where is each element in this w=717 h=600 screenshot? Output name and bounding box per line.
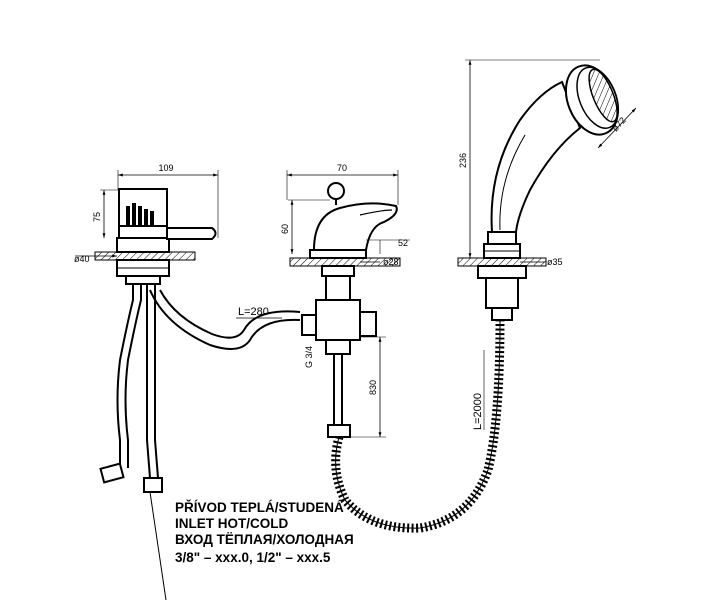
- caption-line-russian: ВХОД ТЁПЛАЯ/ХОЛОДНАЯ: [175, 532, 354, 547]
- dim-inlet-hose-length: L=280: [238, 306, 269, 318]
- dim-mixer-height: 75: [92, 212, 102, 222]
- dim-spout-height: 60: [280, 224, 290, 234]
- dim-shower-height: 236: [458, 153, 468, 168]
- hand-shower-assembly: 236 ø72 ø35: [457, 59, 637, 321]
- dim-mixer-base-dia: ø40: [74, 254, 90, 264]
- dim-shower-hose-length: L=2000: [472, 393, 484, 430]
- dim-spout-width: 70: [337, 163, 347, 173]
- caption-line-thread-sizes: 3/8" – xxx.0, 1/2" – xxx.5: [175, 550, 331, 565]
- mixer-cartridge-ribs: [126, 203, 154, 226]
- dim-pipe-length: 830: [368, 380, 378, 395]
- dim-spout-base-dia: ø28: [383, 257, 399, 267]
- caption-line-english: INLET HOT/COLD: [175, 516, 288, 531]
- inlet-caption: PŘÍVOD TEPLÁ/STUDENÁ INLET HOT/COLD ВХОД…: [175, 500, 354, 565]
- dim-shower-base-dia: ø35: [547, 257, 563, 267]
- dim-mixer-width: 109: [158, 163, 173, 173]
- dim-thread: G 3/4: [304, 346, 314, 368]
- spout-assembly: 70 60 52 ø28 G 3/4 8: [280, 163, 505, 533]
- dim-spout-offset: 52: [398, 238, 408, 248]
- caption-line-czech: PŘÍVOD TEPLÁ/STUDENÁ: [175, 500, 344, 515]
- mixer-assembly: 109 75 ø40: [74, 163, 301, 493]
